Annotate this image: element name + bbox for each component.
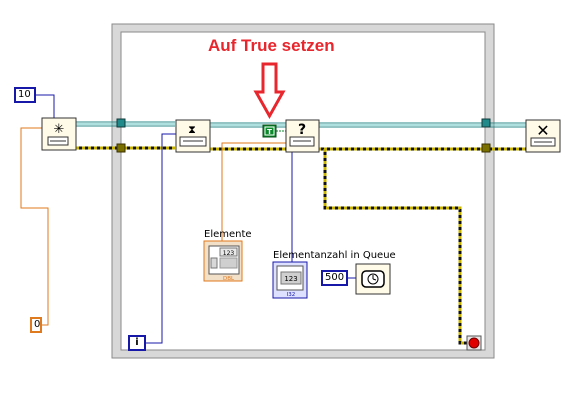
get-queue-status-icon[interactable]: ? bbox=[285, 119, 320, 153]
timeout-constant[interactable]: 500 bbox=[321, 270, 348, 286]
while-loop[interactable] bbox=[111, 23, 495, 359]
queue-count-indicator[interactable]: 123 I32 bbox=[272, 261, 308, 299]
svg-text:?: ? bbox=[298, 122, 306, 138]
zero-constant[interactable]: 0 bbox=[30, 317, 42, 333]
release-queue-icon[interactable]: ✕ bbox=[525, 119, 561, 153]
svg-text:123: 123 bbox=[223, 250, 235, 257]
queue-count-label: Elementanzahl in Queue bbox=[273, 250, 396, 261]
down-arrow-icon bbox=[253, 62, 286, 120]
tunnels bbox=[116, 118, 491, 153]
wait-ms-icon[interactable] bbox=[355, 263, 391, 295]
stop-terminal-icon[interactable] bbox=[466, 335, 482, 351]
svg-text:✳: ✳ bbox=[54, 122, 65, 137]
svg-text:DBL: DBL bbox=[223, 276, 235, 282]
elements-indicator[interactable]: 123 DBL bbox=[203, 240, 243, 282]
svg-text:123: 123 bbox=[284, 275, 297, 283]
enqueue-element-icon[interactable]: ⧗ bbox=[175, 119, 211, 153]
true-constant-label: T bbox=[267, 128, 272, 136]
obtain-queue-icon[interactable]: ✳ bbox=[41, 117, 77, 151]
svg-text:⧗: ⧗ bbox=[188, 123, 196, 136]
iteration-terminal[interactable]: i bbox=[128, 335, 146, 351]
elements-label: Elemente bbox=[204, 229, 252, 240]
max-size-constant[interactable]: 10 bbox=[14, 87, 36, 103]
svg-text:I32: I32 bbox=[287, 292, 296, 298]
annotation-label: Auf True setzen bbox=[208, 36, 335, 55]
svg-text:✕: ✕ bbox=[536, 121, 549, 140]
true-constant[interactable]: T bbox=[262, 124, 277, 138]
